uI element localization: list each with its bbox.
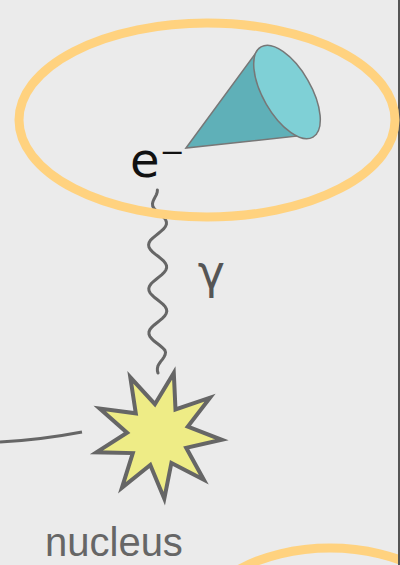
nucleus-star: [88, 365, 228, 505]
incoming-track: [0, 432, 82, 442]
cone-base: [240, 35, 334, 149]
particle-label: e⁻: [130, 136, 185, 184]
shape-outline: [96, 373, 221, 499]
shape-outline: [19, 23, 395, 217]
nucleus-label: nucleus: [45, 522, 183, 562]
lower-orbit: [195, 548, 400, 565]
nucleus-node: nucleus: [40, 365, 280, 565]
photon-label: γ: [198, 249, 225, 295]
frame-edge: [398, 0, 400, 565]
electron-node: e⁻: [14, 18, 400, 222]
orbit-ellipse: [14, 18, 400, 222]
